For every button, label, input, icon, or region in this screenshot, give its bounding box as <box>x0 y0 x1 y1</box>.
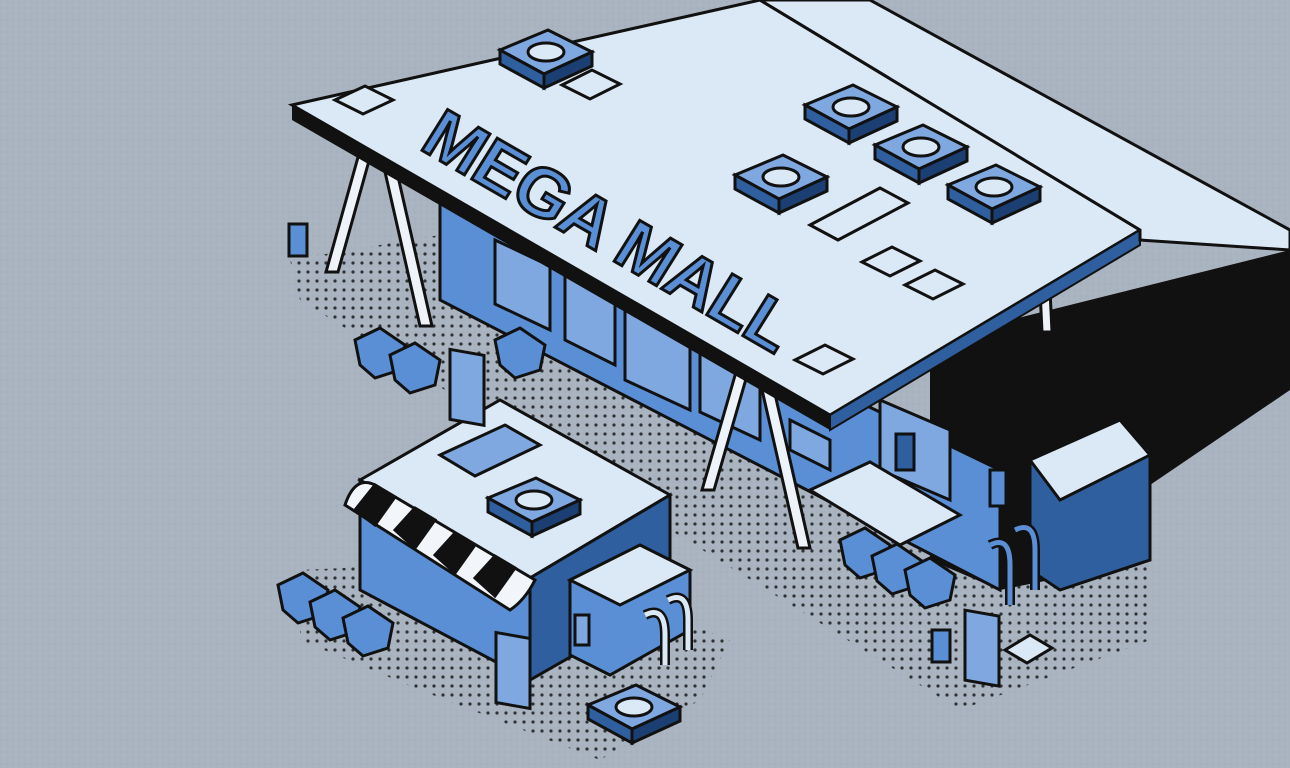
roof-canopy <box>287 0 1290 432</box>
canopy-supports <box>324 148 1054 550</box>
ground-vent <box>584 683 684 746</box>
rooftop-vent-icon <box>331 28 1044 376</box>
striped-awning <box>343 481 537 612</box>
signboard-icon <box>448 347 1001 711</box>
kiosk-shop <box>343 398 694 683</box>
trash-bin-icon <box>287 222 1055 665</box>
shopping-cart-icon <box>276 326 957 658</box>
